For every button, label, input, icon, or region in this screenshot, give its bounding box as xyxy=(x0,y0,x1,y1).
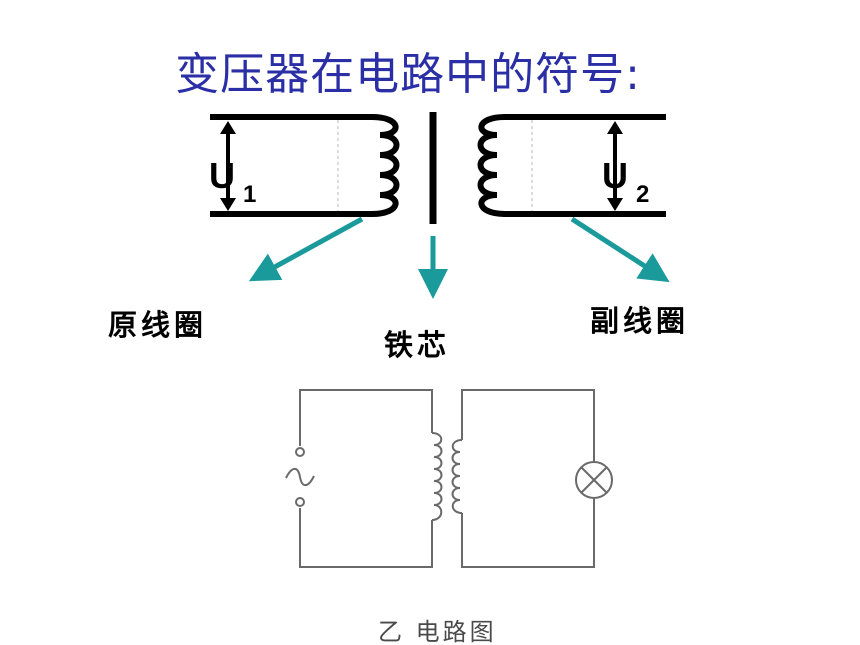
primary-coil-label: 原线圈 xyxy=(108,308,208,342)
u1-subscript: 1 xyxy=(243,181,256,208)
primary-coil-pointer-arrow xyxy=(248,216,364,282)
ac-source-icon xyxy=(285,467,315,487)
u2-symbol: U xyxy=(602,155,628,196)
primary-circuit-wire xyxy=(299,389,433,446)
ac-source-bottom-terminal xyxy=(295,497,305,507)
lamp-icon xyxy=(575,461,613,499)
secondary-circuit-wire xyxy=(461,389,595,462)
secondary-coil-label: 副线圈 xyxy=(590,304,690,338)
circuit-caption: 乙 电路图 xyxy=(378,618,497,645)
secondary-coil xyxy=(477,114,508,217)
u2-arrow-icon xyxy=(607,121,623,211)
secondary-coil-pointer-arrow xyxy=(570,216,670,283)
u1-symbol: U xyxy=(209,155,235,196)
iron-core-label: 铁芯 xyxy=(384,328,451,362)
u2-subscript: 2 xyxy=(636,181,649,208)
secondary-circuit-bottom-wire xyxy=(461,498,595,568)
ac-source-top-terminal xyxy=(295,447,305,457)
primary-circuit-bottom-wire xyxy=(299,508,433,568)
secondary-coil-small xyxy=(451,439,463,514)
u1-arrow-icon xyxy=(220,121,236,211)
primary-coil-small xyxy=(431,432,443,521)
slide-title: 变压器在电路中的符号: xyxy=(175,49,641,100)
primary-coil xyxy=(369,114,400,217)
